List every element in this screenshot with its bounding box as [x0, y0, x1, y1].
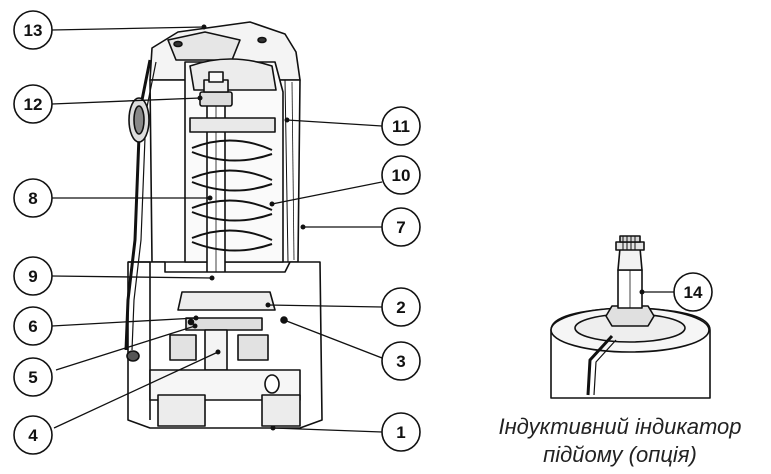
callout-badge-9	[13, 256, 53, 296]
callout-number-1: 1	[396, 423, 405, 442]
callout-number-9: 9	[28, 267, 37, 286]
callout-number-6: 6	[28, 317, 37, 336]
callout-number-7: 7	[396, 218, 405, 237]
callout-badge-3	[381, 341, 421, 381]
callout-badge-2	[381, 287, 421, 327]
callout-badge-13	[13, 10, 53, 50]
callout-number-14: 14	[684, 283, 703, 302]
callout-badge-5	[13, 357, 53, 397]
callout-number-5: 5	[28, 368, 37, 387]
leader-dots	[192, 24, 645, 431]
leader-lines	[51, 26, 674, 433]
sensor-caption-line-1: Індуктивний індикатор	[498, 414, 742, 439]
callout-number-10: 10	[392, 166, 411, 185]
callout-badge-1	[381, 412, 421, 452]
callout-number-2: 2	[396, 298, 405, 317]
valve-body-drawing	[124, 21, 323, 429]
callout-badge-11	[381, 106, 421, 146]
callout-number-4: 4	[28, 426, 38, 445]
callout-badges	[13, 10, 713, 455]
callout-number-3: 3	[396, 352, 405, 371]
callout-badge-14	[673, 272, 713, 312]
callout-number-11: 11	[392, 117, 410, 136]
callout-badge-6	[13, 306, 53, 346]
callout-numbers: 13 12 8 9 6 5 4 11 10 7 2 3 1 14	[24, 21, 703, 445]
callout-badge-12	[13, 84, 53, 124]
callout-number-13: 13	[24, 21, 43, 40]
callout-badge-10	[381, 155, 421, 195]
inductive-sensor-drawing	[550, 235, 711, 399]
callout-number-8: 8	[28, 189, 37, 208]
callout-badge-7	[381, 207, 421, 247]
callout-badge-8	[13, 178, 53, 218]
callout-number-12: 12	[24, 95, 43, 114]
callout-badge-4	[13, 415, 53, 455]
sensor-caption-line-2: підйому (опція)	[543, 442, 697, 467]
